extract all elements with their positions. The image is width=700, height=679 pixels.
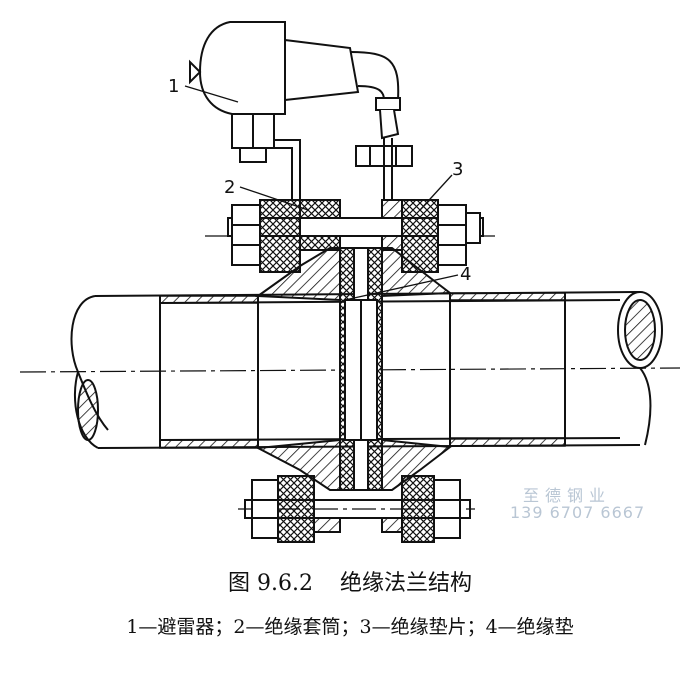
insulating-gasket — [339, 247, 383, 491]
callout-3: 3 — [452, 159, 463, 180]
top-bolt-assembly — [205, 199, 500, 273]
figure-number: 图 9.6.2 — [228, 571, 313, 596]
callout-1: 1 — [168, 76, 179, 97]
callout-2: 2 — [224, 177, 235, 198]
figure-title: 绝缘法兰结构 — [339, 571, 472, 596]
figure-legend: 1—避雷器；2—绝缘套筒；3—绝缘垫片；4—绝缘垫 — [126, 616, 574, 638]
pipe-wall-section — [159, 292, 566, 449]
leader-lines — [184, 85, 459, 301]
watermark-phone: 139 6707 6667 — [510, 503, 646, 522]
flange-section — [254, 247, 453, 491]
bottom-bolt-assembly — [238, 475, 475, 543]
callout-4: 4 — [460, 264, 471, 285]
lightning-arrester — [189, 21, 413, 200]
insulating-flange-diagram: 1 2 3 4 — [19, 21, 681, 543]
watermark-name: 至德钢业 — [523, 486, 612, 505]
figure-caption: 图 9.6.2 绝缘法兰结构 — [0, 565, 700, 597]
